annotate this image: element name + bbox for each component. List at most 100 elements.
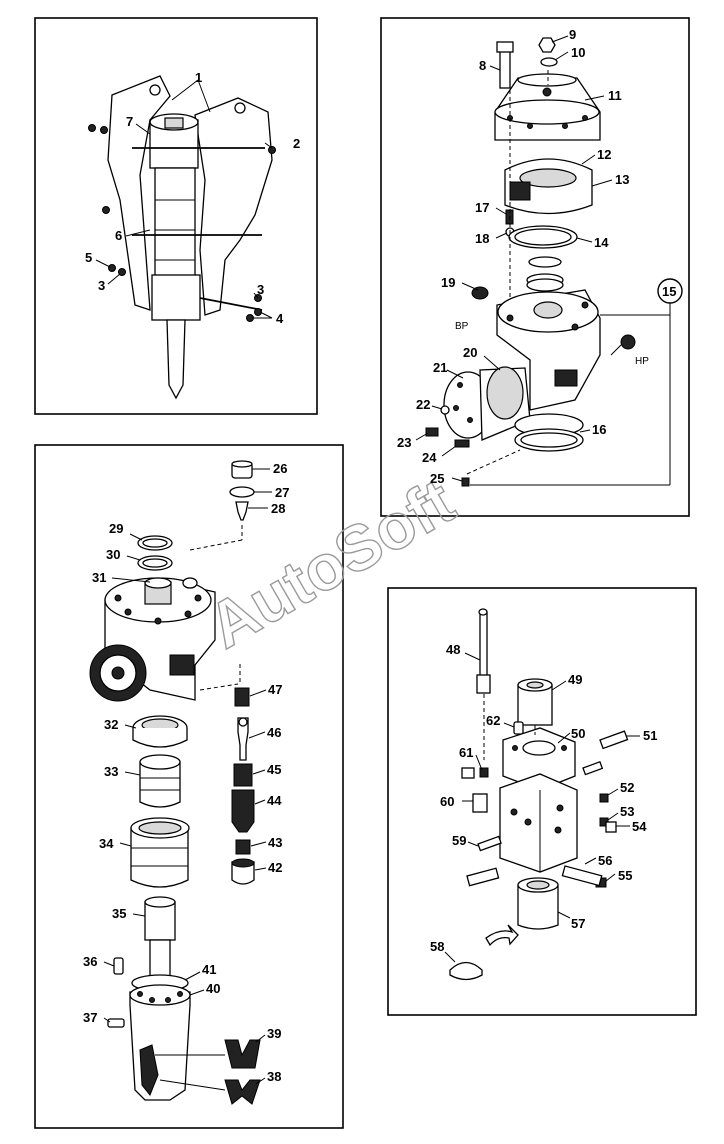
pin-36 bbox=[113, 957, 124, 975]
piston-35 bbox=[144, 901, 176, 941]
callout-55: 55 bbox=[618, 868, 632, 883]
callout-16: 16 bbox=[592, 422, 606, 437]
bolt-24 bbox=[454, 439, 470, 448]
callout-7: 7 bbox=[126, 114, 133, 129]
callout-54: 54 bbox=[632, 819, 647, 834]
label-hp: HP bbox=[635, 356, 649, 367]
callout-59: 59 bbox=[452, 833, 466, 848]
callout-14: 14 bbox=[594, 235, 609, 250]
rotation-arrow bbox=[485, 924, 519, 947]
callout-15: 15 bbox=[662, 284, 676, 299]
leaders-panel-2 bbox=[415, 35, 622, 482]
callout-39: 39 bbox=[267, 1026, 281, 1041]
callout-3a: 3 bbox=[98, 278, 105, 293]
callouts-panel-3: 26 27 28 29 30 31 32 33 34 35 36 37 41 4… bbox=[83, 461, 289, 1084]
callout-33: 33 bbox=[104, 764, 118, 779]
spring-43 bbox=[235, 839, 251, 855]
callout-29: 29 bbox=[109, 521, 123, 536]
callout-35: 35 bbox=[112, 906, 126, 921]
seal-39 bbox=[224, 1039, 261, 1069]
callout-26: 26 bbox=[273, 461, 287, 476]
callout-11: 11 bbox=[608, 88, 622, 103]
callout-38: 38 bbox=[267, 1069, 281, 1084]
side-plate-right bbox=[194, 97, 273, 316]
nut-2 bbox=[268, 146, 276, 154]
callout-18: 18 bbox=[475, 231, 489, 246]
plug-hp bbox=[620, 334, 636, 350]
leaders-panel-1 bbox=[95, 79, 273, 319]
callout-5: 5 bbox=[85, 250, 92, 265]
callout-61: 61 bbox=[459, 745, 473, 760]
cylinder-body bbox=[154, 167, 196, 289]
callout-4: 4 bbox=[276, 311, 284, 326]
pin-37 bbox=[107, 1018, 125, 1028]
bushing-33 bbox=[139, 761, 181, 808]
front-head bbox=[151, 274, 201, 321]
callout-58: 58 bbox=[430, 939, 444, 954]
callout-36: 36 bbox=[83, 954, 97, 969]
callout-44: 44 bbox=[267, 793, 282, 808]
callout-24: 24 bbox=[422, 450, 437, 465]
plug-19 bbox=[471, 286, 489, 300]
callout-23: 23 bbox=[397, 435, 411, 450]
label-bp: BP bbox=[455, 321, 469, 332]
nut-3a bbox=[118, 268, 126, 276]
callout-56: 56 bbox=[598, 853, 612, 868]
callouts-panel-4: 48 49 62 50 51 61 60 59 52 53 54 56 55 5… bbox=[430, 642, 657, 954]
leaders-panel-4 bbox=[444, 652, 640, 963]
callouts-panel-2: 8 9 10 11 12 13 17 18 14 15 19 BP 20 21 … bbox=[397, 27, 683, 486]
lower-block bbox=[499, 773, 578, 873]
nut-4b bbox=[254, 308, 262, 316]
callout-8: 8 bbox=[479, 58, 486, 73]
callouts-panel-1: 1 2 7 6 5 3 3 4 bbox=[85, 70, 300, 326]
cylinder-drawing bbox=[89, 460, 261, 1105]
callout-52: 52 bbox=[620, 780, 634, 795]
washer-10 bbox=[540, 57, 558, 67]
fitting-61 bbox=[479, 767, 489, 778]
plug-54 bbox=[605, 821, 617, 833]
callout-20: 20 bbox=[463, 345, 477, 360]
callout-27: 27 bbox=[275, 485, 289, 500]
callout-40: 40 bbox=[206, 981, 220, 996]
callout-1: 1 bbox=[195, 70, 202, 85]
callout-48: 48 bbox=[446, 642, 460, 657]
plug-25 bbox=[461, 477, 470, 487]
plug-52 bbox=[599, 793, 609, 803]
callout-15-circle: 15 bbox=[657, 278, 683, 304]
valve-block-drawing bbox=[449, 608, 629, 981]
o-ring-27 bbox=[229, 486, 255, 498]
breaker-assembly-drawing bbox=[88, 75, 276, 400]
plug-28 bbox=[235, 501, 249, 521]
callout-19: 19 bbox=[441, 275, 455, 290]
seal-38 bbox=[224, 1079, 261, 1105]
tie-rod-lower bbox=[199, 297, 263, 311]
pin-59 bbox=[477, 835, 502, 852]
callout-46: 46 bbox=[267, 725, 281, 740]
spring-45 bbox=[233, 763, 253, 787]
pin-62 bbox=[513, 721, 524, 735]
callout-37: 37 bbox=[83, 1010, 97, 1025]
callout-45: 45 bbox=[267, 762, 281, 777]
valve-44 bbox=[231, 789, 255, 833]
nut-5 bbox=[108, 264, 116, 272]
callout-6: 6 bbox=[115, 228, 122, 243]
callout-13: 13 bbox=[615, 172, 629, 187]
callout-31: 31 bbox=[92, 570, 106, 585]
callout-42: 42 bbox=[268, 860, 282, 875]
fitting-60 bbox=[472, 793, 488, 813]
spring-47 bbox=[234, 687, 250, 707]
bolt-23 bbox=[425, 427, 439, 437]
callout-57: 57 bbox=[571, 916, 585, 931]
top-head-drawing bbox=[425, 37, 671, 487]
callout-53: 53 bbox=[620, 804, 634, 819]
callout-22: 22 bbox=[416, 397, 430, 412]
nut-9 bbox=[538, 37, 556, 53]
callout-25: 25 bbox=[430, 471, 444, 486]
cylinder-body-40 bbox=[129, 991, 191, 1101]
callout-62: 62 bbox=[486, 713, 500, 728]
callout-47: 47 bbox=[268, 682, 282, 697]
upper-block-50 bbox=[502, 727, 576, 791]
callout-34: 34 bbox=[99, 836, 114, 851]
side-plate-left bbox=[107, 75, 171, 311]
callout-41: 41 bbox=[202, 962, 216, 977]
